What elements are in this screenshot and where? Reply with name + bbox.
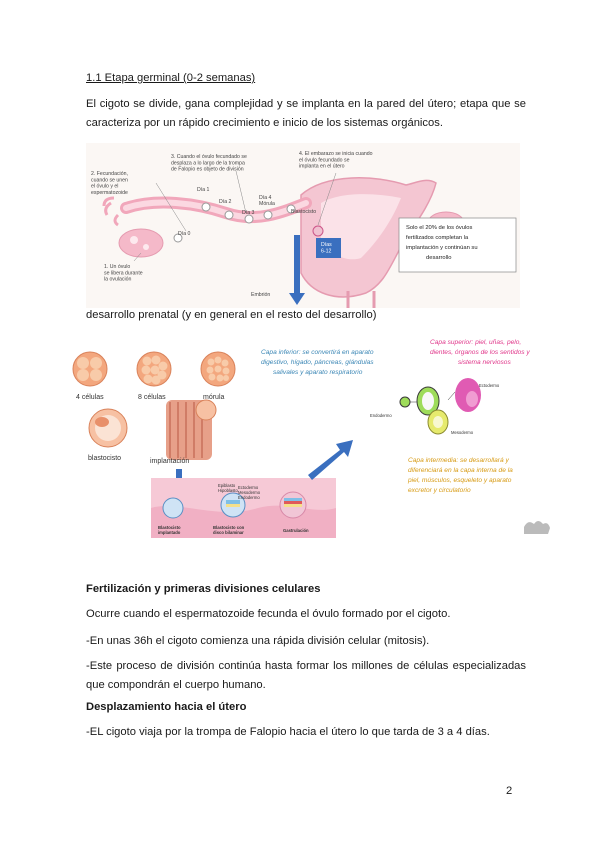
morula-label: Mórula (259, 201, 275, 207)
section2-title: Desplazamiento hacia el útero (86, 701, 247, 713)
step1-line3: la ovulación (104, 277, 132, 283)
eight-cells-icon (136, 351, 172, 387)
blastocisto-cell-label: blastocisto (88, 455, 121, 462)
step2-line3: el óvulo y el (91, 184, 118, 190)
blastocisto-implantado-l2: implantado (158, 530, 181, 535)
dia4-label: Día 4 (259, 195, 272, 201)
capa-intermedia-l2: diferenciará en la capa interna de la (408, 467, 513, 474)
embrion-label: Embrión (251, 292, 270, 298)
step2-line1: 2. Fecundación, (91, 171, 128, 177)
capa-inferior-l3: salivales y aparato respiratorio (273, 369, 363, 376)
implantacion-label: implantación (150, 458, 189, 465)
endodermo-label: Endodermo (370, 413, 392, 418)
cells8-label: 8 células (138, 394, 166, 401)
step3-line1: 3. Cuando el óvulo fecundado se (171, 154, 247, 160)
caption-line: desarrollo prenatal (y en general en el … (86, 309, 377, 321)
step4-line1: 4. El embarazo se inicia cuando (299, 151, 373, 157)
capa-inferior-l1: Capa inferior: se convertirá en aparato (261, 349, 374, 356)
step3-line3: de Falopio es objeto de división (171, 167, 244, 173)
blastocisto-label: Blastocisto (291, 209, 316, 215)
intro-paragraph: El cigoto se divide, gana complejidad y … (86, 98, 526, 129)
step1-line2: se libera durante (104, 270, 143, 276)
note-line1: Solo el 20% de los óvulos (406, 225, 472, 231)
svg-text:Capa intermedia: se desarrolla: Capa intermedia: se desarrollará y difere… (407, 457, 513, 494)
section1-paragraph2: -En unas 36h el cigoto comienza una rápi… (86, 635, 430, 647)
step2-line2: cuando se unen (91, 177, 128, 183)
epiblasto-label: Epiblasto (218, 483, 236, 488)
section1-paragraph1: Ocurre cuando el espermatozoide fecunda … (86, 608, 451, 620)
step4-line3: implanta en el útero (299, 164, 345, 170)
germ-layers-diagram: 4 células 8 células mórula blastocisto i… (58, 330, 565, 548)
note-line2: fertilizados completan la (406, 235, 469, 241)
note-line3: implantación y continúan su (406, 245, 478, 251)
section-heading: 1.1 Etapa germinal (0-2 semanas) (86, 72, 256, 84)
section1-title: Fertilización y primeras divisiones celu… (86, 583, 321, 595)
dia1-label: Día 1 (197, 187, 210, 193)
capa-superior-l1: Capa superior: piel, uñas, pelo, (430, 339, 521, 346)
section2-paragraph1: -EL cigoto viaja por la trompa de Falopi… (86, 726, 490, 738)
morula-cell-label: mórula (203, 394, 225, 401)
svg-text:Capa inferior: se convertirá e: Capa inferior: se convertirá en aparato d… (261, 349, 374, 376)
capa-inferior-l2: digestivo, hígado, páncreas, glándulas (261, 359, 374, 366)
strip-endodermo-label: Endodermo (238, 495, 260, 500)
blastocyst-icon (88, 408, 128, 448)
blastocisto-implantado-l1: Blastocisto (158, 525, 181, 530)
dia2-label: Día 2 (219, 199, 232, 205)
dias-range-label: 6-12 (321, 249, 331, 255)
implantation-icon (166, 399, 217, 460)
strip-mesodermo-label: Mesodermo (238, 490, 261, 495)
mesodermo-label: Mesodermo (451, 430, 474, 435)
note-line4: desarrollo (426, 255, 451, 261)
dias-label: Días (321, 242, 332, 248)
dia3-label: Día 3 (242, 210, 255, 216)
capa-superior-l3: sistema nerviosos (458, 359, 511, 366)
disco-bilaminar-l1: Blastocisto con (213, 525, 245, 530)
strip-ectodermo-label: Ectodermo (238, 485, 259, 490)
germ-layers-illustration: 4 células 8 células mórula blastocisto i… (72, 339, 550, 538)
logo-icon (524, 521, 550, 534)
disco-bilaminar-l2: disco bilaminar (213, 530, 244, 535)
step3-line2: desplaza a lo largo de la trompa (171, 160, 245, 166)
four-cells-icon (72, 351, 108, 387)
svg-text:3. Cuando el óvulo fecundado s: 3. Cuando el óvulo fecundado sedesplaza … (171, 154, 247, 173)
capa-intermedia-l4: excretor y circulatorio (408, 487, 471, 494)
step4-line2: el óvulo fecundado se (299, 157, 350, 163)
germ-layers-icon (399, 378, 481, 435)
section1-paragraph3: -Este proceso de división continúa hasta… (86, 660, 526, 691)
capa-intermedia-l1: Capa intermedia: se desarrollará y (408, 457, 509, 464)
gastrulacion-label: Gastrulación (283, 528, 309, 533)
capa-superior-l2: dientes, órganos de los sentidos y (430, 349, 530, 356)
svg-text:Capa superior: piel, uñas, pel: Capa superior: piel, uñas, pelo, dientes,… (430, 339, 530, 366)
ectodermo-label: Ectodermo (479, 383, 500, 388)
step1-line1: 1. Un óvulo (104, 264, 130, 270)
morula-icon (200, 351, 236, 387)
cells4-label: 4 células (76, 394, 104, 401)
capa-intermedia-l3: piel, músculos, esqueleto y aparato (407, 477, 512, 484)
hipoblasto-label: Hipoblasto (218, 488, 238, 493)
step2-line4: espermatozoide (91, 190, 128, 196)
dia0-label: Día 0 (178, 231, 191, 237)
page-number: 2 (506, 785, 513, 797)
